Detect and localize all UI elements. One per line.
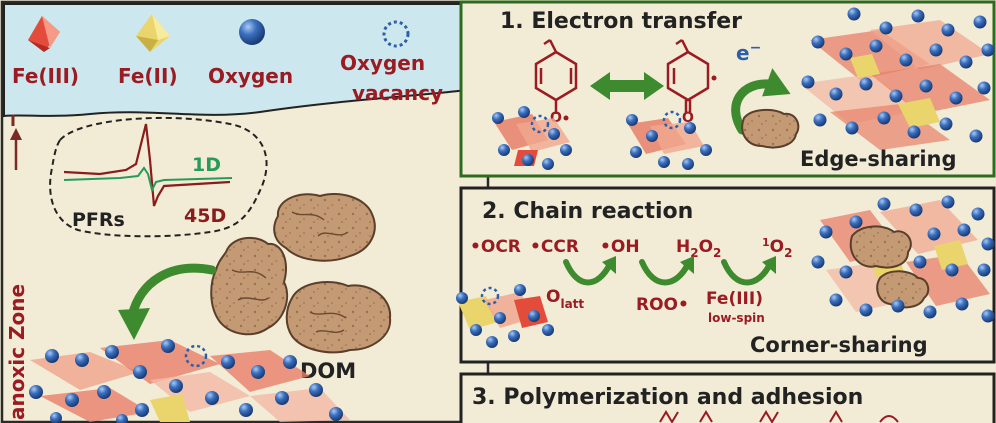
carbonyl-oxygen-label: O — [682, 110, 694, 126]
panel-electron-transfer: 1. Electron transfer O O e− — [459, 0, 996, 178]
corner-sharing-lattice — [811, 195, 995, 323]
resonance-arrow — [590, 72, 664, 100]
carbon-radical-icon — [666, 38, 710, 112]
polymer-chain-icon — [659, 410, 899, 423]
panel1-green-arrow — [731, 79, 775, 135]
panel1-dom-particle — [741, 108, 800, 149]
fe3-octahedron-icon — [28, 16, 60, 52]
panel1-small-lattice-1 — [492, 106, 572, 170]
pfrs-label: PFRs — [72, 209, 125, 231]
panel2-fe3-label: Fe(III) — [706, 289, 763, 309]
oxygen-ball-icon — [239, 19, 265, 45]
electron-label: e− — [736, 40, 761, 65]
corner-sharing-label: Corner-sharing — [750, 333, 928, 357]
legend-oxygen-label: Oxygen — [208, 64, 293, 88]
panel2-title: 2. Chain reaction — [482, 199, 693, 224]
panel1-title: 1. Electron transfer — [500, 9, 742, 34]
panel-polymerization: 3. Polymerization and adhesion — [459, 372, 996, 423]
chain-reaction-arrows — [563, 259, 773, 286]
intensity-axis-label: I — [10, 111, 16, 130]
zone-label: anoxic Zone — [5, 284, 29, 420]
edge-sharing-label: Edge-sharing — [800, 147, 957, 171]
legend-fe2-label: Fe(II) — [118, 64, 178, 88]
epr-45d-label: 45D — [184, 205, 226, 227]
epr-1d-curve — [63, 166, 233, 193]
epr-45d-curve — [63, 123, 231, 207]
ccr-label: •CCR — [530, 237, 579, 257]
epr-1d-label: 1D — [192, 154, 221, 176]
panel-chain-reaction: 2. Chain reaction •OCR •CCR •OH H2O2 1O2… — [456, 186, 996, 364]
legend-vacancy-label-2: vacancy — [352, 81, 443, 105]
dom-label: DOM — [300, 359, 356, 383]
ocr-label: •OCR — [470, 237, 521, 257]
peroxyl-radical-label: ROO• — [636, 295, 689, 315]
hydroxyl-radical-label: •OH — [600, 237, 640, 257]
oxygen-vacancy-icon — [382, 20, 410, 48]
panel2-small-lattice — [456, 284, 554, 348]
left-panel: Fe(III) Fe(II) Oxygen Oxygen vacancy I a… — [0, 0, 490, 423]
epr-spectrum-bubble — [49, 116, 268, 238]
panel3-title: 3. Polymerization and adhesion — [472, 385, 863, 410]
low-spin-label: low-spin — [708, 311, 765, 325]
legend-fe3-label: Fe(III) — [12, 64, 79, 88]
lattice-oxygen-label: Olatt — [546, 287, 584, 311]
hydrogen-peroxide-label: H2O2 — [676, 237, 721, 260]
legend-region — [3, 3, 487, 118]
phenoxy-radical-icon — [534, 38, 578, 114]
singlet-oxygen-label: 1O2 — [762, 236, 792, 260]
edge-sharing-lattice — [800, 7, 995, 150]
panel1-small-lattice-2 — [626, 110, 712, 170]
fe2-octahedron-icon — [136, 14, 170, 52]
left-green-arrow — [127, 263, 217, 321]
dom-particles — [210, 193, 392, 354]
bottom-left-lattice — [29, 339, 350, 423]
legend-vacancy-label-1: Oxygen — [340, 51, 425, 75]
